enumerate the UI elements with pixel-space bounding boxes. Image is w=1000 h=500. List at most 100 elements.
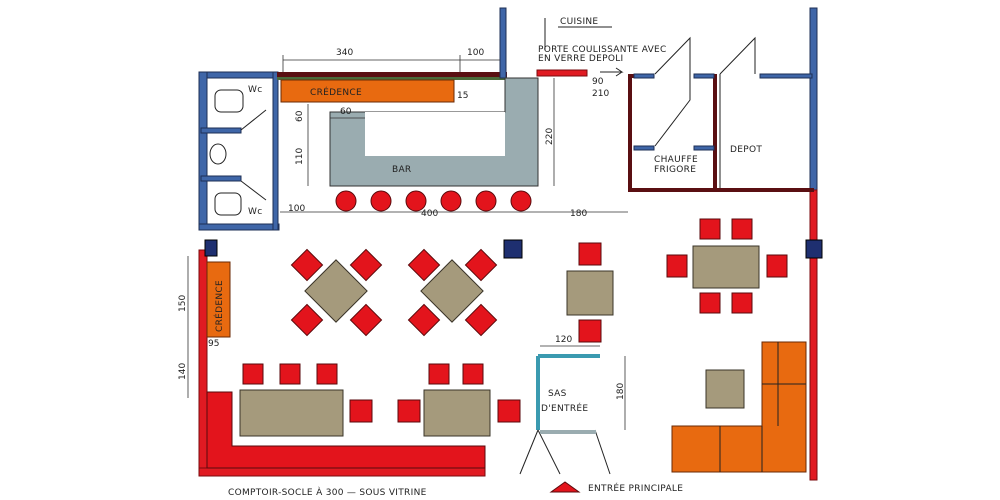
dim-label: 120 [555, 335, 572, 345]
bar-stool [440, 190, 462, 212]
wc-label-1: Wc [248, 85, 262, 95]
chair [731, 292, 753, 314]
chair [462, 363, 484, 385]
entry-arrow-icon [549, 481, 581, 493]
storage-label-1: CHAUFFE [654, 155, 698, 165]
table [420, 259, 484, 323]
chair [349, 248, 383, 282]
credence-top-label: CRÉDENCE [310, 86, 362, 98]
chair [578, 242, 602, 266]
table [239, 389, 344, 437]
sofa-lines [719, 342, 806, 472]
wall-right-lower [809, 189, 818, 481]
dim-label: 100 [288, 204, 305, 214]
door-arrow-icon [600, 67, 624, 77]
credence-left [206, 261, 231, 338]
wall-storage-top [628, 74, 638, 78]
chair [279, 363, 301, 385]
dim-label: 220 [545, 128, 555, 145]
table [692, 245, 760, 289]
wall-left [198, 249, 208, 477]
bar-stool [475, 190, 497, 212]
credence-left-label: CRÉDENCE [213, 280, 225, 332]
wc-label-2: Wc [248, 207, 262, 217]
dim-label: 180 [616, 383, 626, 400]
chair [407, 248, 441, 282]
wall-wc-mid2 [200, 175, 242, 182]
dim-label: 100 [467, 48, 484, 58]
counter-label: COMPTOIR-SOCLE À 300 — SOUS VITRINE [228, 486, 427, 498]
wall-kitchen-left [499, 7, 507, 79]
bar-inner [365, 112, 505, 156]
wall-storage-div [713, 74, 717, 192]
chair [407, 303, 441, 337]
wall-wc-top [198, 71, 278, 79]
wc-sink [209, 143, 227, 165]
wall-wc-left [198, 71, 208, 231]
chair [428, 363, 450, 385]
dim-label: 400 [421, 209, 438, 219]
table [304, 259, 368, 323]
lounge-table [705, 369, 745, 409]
chair [242, 363, 264, 385]
entrance-label: ENTRÉE PRINCIPALE [588, 482, 683, 494]
bar-stool [405, 190, 427, 212]
wall-bar-top-green [277, 77, 507, 80]
dim-label: 150 [178, 295, 188, 312]
wall-storage-bottom [628, 188, 814, 192]
column [503, 239, 523, 259]
wc-toilet-bottom [214, 192, 242, 216]
dim-label: 60 [340, 107, 352, 117]
entry-door [594, 429, 611, 475]
dim-label: 140 [178, 363, 188, 380]
chair [290, 248, 324, 282]
airlock-label-2: D'ENTRÉE [541, 402, 588, 414]
dim-label: 210 [592, 89, 609, 99]
airlock-label: SAS [548, 389, 567, 399]
chair [766, 254, 788, 278]
chair [699, 218, 721, 240]
kitchen-label: CUISINE [560, 17, 598, 27]
bar-stool [335, 190, 357, 212]
dim-label: 180 [570, 209, 587, 219]
wc-door1 [240, 109, 267, 131]
wall-storage-blue2 [693, 73, 715, 79]
wall-storage-blue3 [759, 73, 813, 79]
column [805, 239, 823, 259]
chair [497, 399, 521, 423]
wall-bottom [198, 467, 486, 477]
airlock-door2 [537, 429, 561, 475]
bar-stool [370, 190, 392, 212]
dim-label: 110 [295, 148, 305, 165]
chair [349, 303, 383, 337]
chair [731, 218, 753, 240]
dim-label: 90 [592, 77, 604, 87]
wall-storage-blue4 [633, 145, 655, 151]
dim-label: 15 [457, 91, 468, 101]
chair [290, 303, 324, 337]
airlock-door [519, 429, 539, 475]
storage-label-3: DEPOT [730, 145, 762, 155]
wc-door2 [240, 180, 267, 201]
wc-toilet-top [214, 89, 244, 113]
chair [316, 363, 338, 385]
dim-label: 340 [336, 48, 353, 58]
banquette [206, 391, 486, 469]
storage-door-line2 [719, 36, 756, 75]
table [566, 270, 614, 316]
bar-label: BAR [392, 165, 412, 175]
chair [397, 399, 421, 423]
airlock-floor [540, 430, 596, 434]
table [423, 389, 491, 437]
wall-wc-bottom [198, 223, 280, 231]
door-label-2: EN VERRE DEPOLI [538, 54, 623, 64]
chair [464, 248, 498, 282]
chair [349, 399, 373, 423]
wall-right-upper [809, 7, 818, 191]
chair [464, 303, 498, 337]
wall-storage-blue5 [693, 145, 715, 151]
wall-storage-left [628, 74, 632, 192]
storage-door-line1 [654, 36, 691, 147]
wall-bar-top [277, 72, 507, 77]
